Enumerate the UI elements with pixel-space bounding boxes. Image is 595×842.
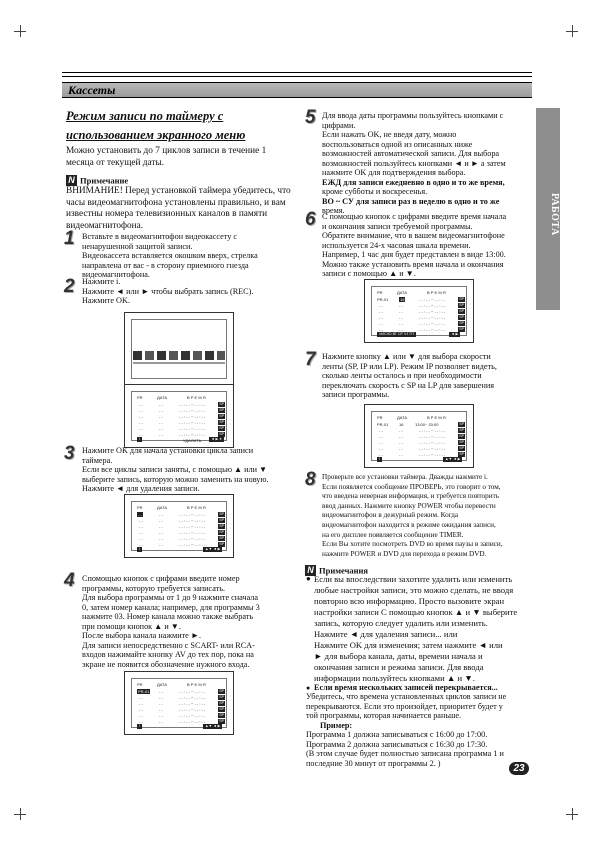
header-title: Кассеты — [68, 83, 116, 97]
step-7-text: Нажмите кнопку ▲ или ▼ для выбора скорос… — [322, 352, 497, 399]
step-number: 8 — [305, 469, 316, 490]
example-text: Программа 1 должна записываться с 16:00 … — [306, 730, 504, 768]
header-bar — [62, 82, 532, 98]
note-icon: N — [305, 564, 316, 576]
timer-screen: PR ДАТА В Р Е М Я - -- -- - : - - ~ - - … — [124, 494, 234, 558]
menu-icons — [133, 351, 225, 364]
step-number: 7 — [305, 349, 316, 370]
step-number: 3 — [64, 443, 75, 464]
notes-bullet-2-title: Если время нескольких записей перекрывае… — [314, 683, 498, 692]
note-label: Примечание — [80, 175, 129, 186]
crop-mark — [566, 31, 578, 32]
side-tab: РАБОТА — [536, 108, 560, 310]
section-title: Режим записи по таймеру с использованием… — [66, 107, 245, 145]
crop-mark — [14, 814, 26, 815]
section-title-line: использованием экранного меню — [66, 128, 246, 142]
step-number: 4 — [64, 570, 75, 591]
note-label: Примечания — [319, 565, 369, 576]
step-3-text: Нажмите OK для начала установки цикла за… — [82, 446, 269, 493]
timer-table: PR ДАТА В Р Е М Я - -- -- - : - - ~ - - … — [137, 395, 225, 443]
step-number: 2 — [64, 276, 75, 297]
menu-screen — [124, 312, 234, 386]
step-number: 1 — [64, 228, 75, 249]
crop-mark — [14, 31, 26, 32]
note-icon: N — [66, 174, 77, 186]
timer-table: PR ДАТА В Р Е М Я - -- -- - : - - ~ - - … — [137, 505, 225, 547]
header-rule — [62, 76, 532, 77]
step-number: 6 — [305, 209, 316, 230]
step-2-text: Нажмите i.Нажмите ◄ или ► чтобы выбрать … — [82, 277, 254, 305]
notes-bullet-1: Если вы впоследствии захотите удалить ил… — [314, 574, 518, 683]
bullet-icon: ● — [306, 684, 311, 692]
crop-mark — [566, 814, 578, 815]
timer-screen: PR ДАТА В Р Е М Я PR-01- -- - : - - ~ - … — [124, 671, 234, 735]
timer-screen: PR ДАТА В Р Е М Я - -- -- - : - - ~ - - … — [124, 384, 234, 448]
header-rule — [62, 72, 532, 73]
section-title-line: Режим записи по таймеру с — [66, 109, 224, 123]
page-number: 23 — [509, 762, 529, 775]
step-5-text: Для ввода даты программы пользуйтесь кно… — [322, 111, 506, 215]
side-tab-label: РАБОТА — [549, 193, 560, 236]
step-8-text: Проверьте все установки таймера. Дважды … — [322, 473, 503, 558]
step-1-text: Вставьте в видеомагнитофон видеокассету … — [82, 232, 258, 279]
example-title: Пример: — [320, 721, 353, 730]
step-6-text: С помощью кнопок с цифрами введите время… — [322, 212, 507, 278]
timer-table: PR ДАТА В Р Е М Я PR-01- -- - : - - ~ - … — [137, 682, 225, 724]
intro-text: Можно установить до 7 циклов записи в те… — [66, 146, 267, 168]
bullet-icon: ● — [306, 574, 311, 583]
step-number: 5 — [305, 107, 316, 128]
notes-bullet-2: Убедитесь, что времена установленных цик… — [306, 692, 507, 720]
note-text: ВНИМАНИЕ! Перед установкой таймера убеди… — [66, 186, 291, 231]
